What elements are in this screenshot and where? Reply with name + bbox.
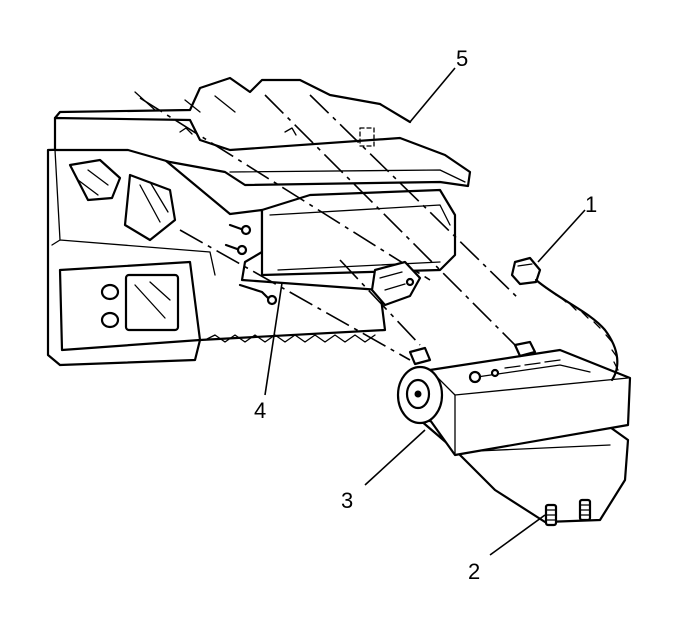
callout-1: 1 xyxy=(585,192,597,217)
airbag-connector-harness xyxy=(510,256,619,382)
mounting-bracket xyxy=(370,260,422,307)
module-mounting-studs xyxy=(544,498,592,527)
leader-line-4 xyxy=(264,282,283,396)
callout-3: 3 xyxy=(341,488,353,513)
airbag-module xyxy=(396,340,632,527)
callout-labels: 1 2 3 4 5 xyxy=(254,46,597,584)
leader-line-1 xyxy=(537,209,586,263)
callout-5: 5 xyxy=(456,46,468,71)
instrument-panel-upper-trim xyxy=(53,116,472,188)
alignment-lines xyxy=(139,94,521,361)
leader-line-5 xyxy=(409,67,456,123)
callout-2: 2 xyxy=(468,559,480,584)
callout-leaders xyxy=(264,67,586,556)
callout-4: 4 xyxy=(254,398,266,423)
leader-line-3 xyxy=(364,429,426,486)
instrument-panel-carrier xyxy=(46,76,412,367)
airbag-module-opening xyxy=(260,188,457,277)
leader-line-2 xyxy=(489,514,546,556)
